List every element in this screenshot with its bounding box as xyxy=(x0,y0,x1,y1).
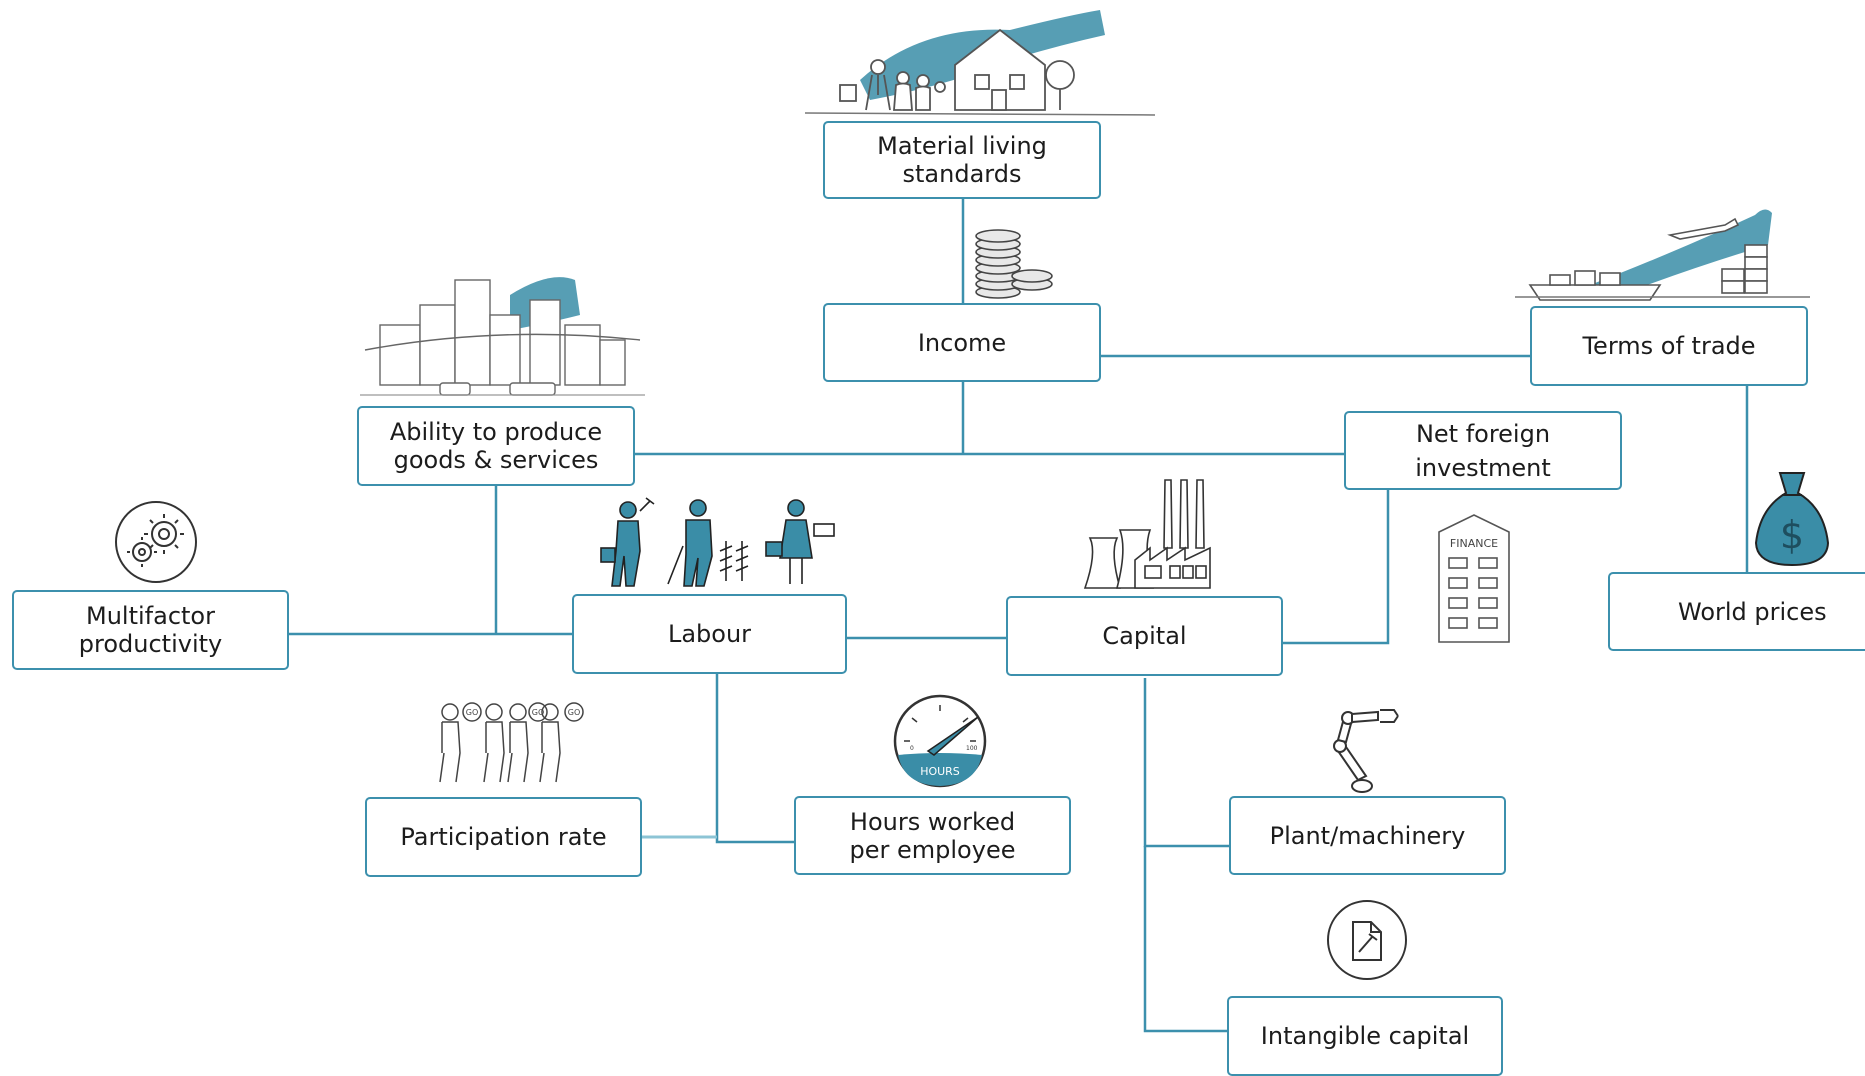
link-capital-intangible xyxy=(1143,846,1227,1033)
node-world-prices: World prices xyxy=(1608,572,1865,651)
money-bag-icon: $ xyxy=(1754,472,1830,567)
link-capital-netforeign xyxy=(1283,490,1390,645)
robot-arm-icon xyxy=(1333,709,1399,793)
link-capital-plant xyxy=(1143,678,1229,848)
finance-building-icon: FINANCE xyxy=(1438,514,1510,643)
link-labour-hours xyxy=(715,674,794,844)
runners-icon: GO GO GO xyxy=(439,702,584,783)
cargo-ship-plane-icon xyxy=(1515,209,1810,301)
go-sign-3: GO xyxy=(568,708,581,717)
intangible-capital-icon xyxy=(1327,900,1407,980)
node-participation-rate: Participation rate xyxy=(365,797,642,877)
go-sign-2: GO xyxy=(532,708,545,717)
node-income: Income xyxy=(823,303,1101,382)
node-intangible-capital: Intangible capital xyxy=(1227,996,1503,1076)
node-plant-machinery: Plant/machinery xyxy=(1229,796,1506,875)
gauge-max: 100 xyxy=(966,745,978,752)
node-terms-of-trade: Terms of trade xyxy=(1530,306,1808,386)
workers-icon xyxy=(600,497,835,587)
hours-label: HOURS xyxy=(920,765,960,778)
node-multifactor-productivity: Multifactor productivity xyxy=(12,590,289,670)
finance-label: FINANCE xyxy=(1450,537,1498,550)
node-net-foreign-investment: Net foreign investment xyxy=(1344,411,1622,490)
coins-icon xyxy=(975,229,1053,299)
city-skyline-icon xyxy=(360,277,645,396)
node-ability-to-produce: Ability to produce goods & services xyxy=(357,406,635,486)
dollar-sign: $ xyxy=(1780,513,1804,557)
factory-icon xyxy=(1083,479,1211,589)
node-capital: Capital xyxy=(1006,596,1283,676)
node-labour: Labour xyxy=(572,594,847,674)
family-house-icon xyxy=(804,10,1156,116)
go-sign-1: GO xyxy=(466,708,479,717)
node-material-living-standards: Material living standards xyxy=(823,121,1101,199)
node-hours-worked: Hours worked per employee xyxy=(794,796,1071,875)
gears-icon xyxy=(115,501,197,583)
speedometer-icon: HOURS 0 100 xyxy=(893,694,987,788)
gauge-min: 0 xyxy=(910,745,914,752)
